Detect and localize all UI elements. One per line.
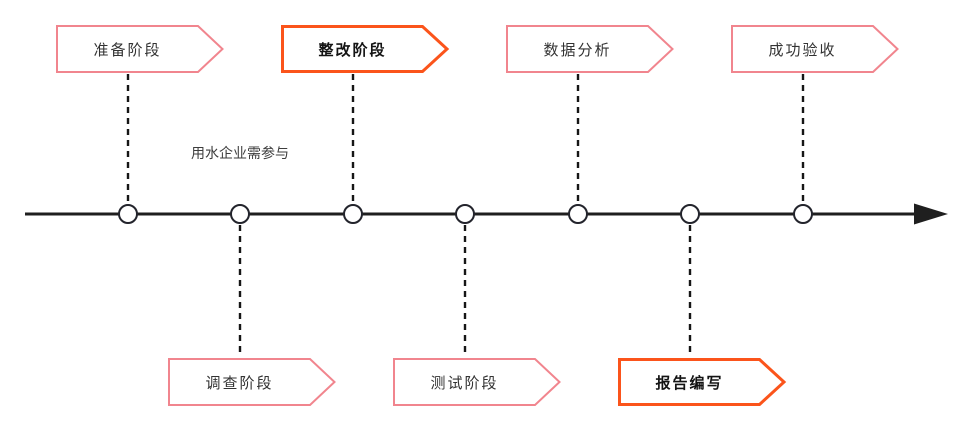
pentagon-shape [56,25,224,73]
annotation-text[interactable]: 用水企业需参与 [191,146,289,162]
stage-preparation[interactable]: 准备阶段 [56,25,224,73]
stage-rectification-label: 整改阶段 [318,40,387,59]
timeline-node-2[interactable] [230,204,250,224]
stage-acceptance[interactable]: 成功验收 [731,25,899,73]
timeline-arrowhead-icon [914,203,948,225]
timeline-node-1[interactable] [118,204,138,224]
stage-data-analysis-label: 数据分析 [543,40,612,59]
stage-investigation[interactable]: 调查阶段 [168,358,336,406]
timeline-node-4[interactable] [455,204,475,224]
stage-rectification[interactable]: 整改阶段 [281,25,450,73]
stage-report-writing-label: 报告编写 [655,373,724,392]
stage-investigation-label: 调查阶段 [205,373,274,392]
pentagon-shape [618,358,787,406]
pentagon-shape [281,25,450,73]
timeline-node-7[interactable] [793,204,813,224]
stage-testing-label: 测试阶段 [430,373,499,392]
stage-acceptance-label: 成功验收 [768,40,837,59]
timeline-node-5[interactable] [568,204,588,224]
pentagon-shape [393,358,561,406]
stage-report-writing[interactable]: 报告编写 [618,358,787,406]
stage-data-analysis[interactable]: 数据分析 [506,25,674,73]
timeline-node-3[interactable] [343,204,363,224]
pentagon-shape [168,358,336,406]
stage-preparation-label: 准备阶段 [93,40,162,59]
pentagon-shape [731,25,899,73]
pentagon-shape [506,25,674,73]
stage-testing[interactable]: 测试阶段 [393,358,561,406]
timeline-node-6[interactable] [680,204,700,224]
